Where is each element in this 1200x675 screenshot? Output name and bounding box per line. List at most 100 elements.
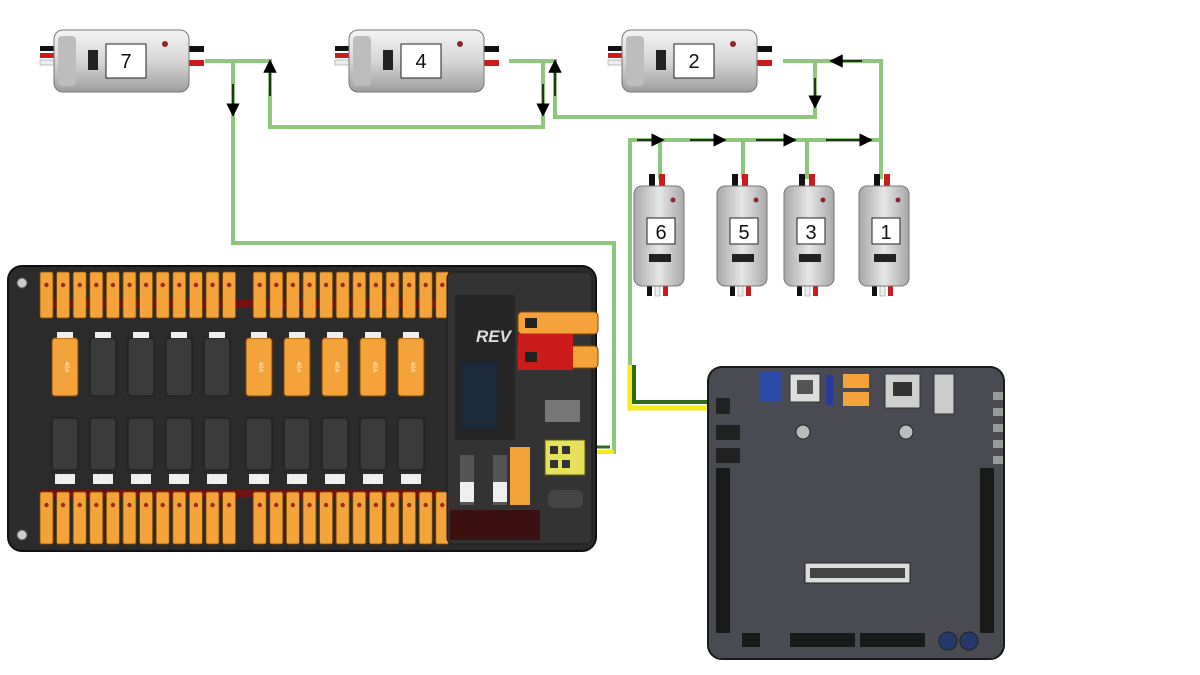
pdh-terminal (252, 271, 267, 319)
pdh-terminal (285, 271, 300, 319)
fuse-clip (209, 332, 225, 338)
fuse-clip (133, 332, 149, 338)
pdh-terminal (155, 271, 170, 319)
fuse: 40A (359, 337, 387, 397)
channel-tag (207, 474, 227, 484)
pdh-brand: REV (476, 327, 513, 346)
breaker-slot (127, 417, 155, 471)
pdh-terminal (155, 491, 170, 545)
fuse: 40A (245, 337, 273, 397)
breaker-slot (165, 417, 193, 471)
pdh-terminal (122, 491, 137, 545)
wire-bottom-bus (628, 138, 881, 365)
fuse-label: 40A (333, 362, 339, 373)
breaker-slot (321, 417, 349, 471)
channel-number: 17 (332, 478, 339, 484)
pdh-terminal (188, 271, 203, 319)
fuse-label: 40A (371, 362, 377, 373)
pdh-terminal (435, 491, 450, 545)
channel-number: 19 (408, 478, 415, 484)
pdh-terminal (106, 491, 120, 545)
fuse-label: 40A (63, 362, 69, 373)
channel-tag (93, 474, 113, 484)
pdh-terminal (418, 491, 433, 545)
controller-label: 1 (880, 222, 891, 244)
pdh-terminal (385, 271, 400, 319)
channel-number: 14 (214, 478, 221, 484)
can-to-roborio (590, 365, 720, 454)
pdh-terminal (139, 271, 154, 319)
pdh-terminal (418, 271, 433, 319)
fuse-clip (171, 332, 187, 338)
pdh-terminal (39, 271, 54, 319)
motor-controller-6: 6 (633, 174, 685, 297)
channel-tag (401, 474, 421, 484)
channel-tag (363, 474, 383, 484)
pdh-terminal (205, 271, 220, 319)
pdh-terminal (335, 271, 350, 319)
breaker-slot (283, 417, 311, 471)
channel-tag (287, 474, 307, 484)
pdh-terminal (39, 491, 54, 545)
channel-number: 12 (138, 478, 145, 484)
breaker-slot (245, 417, 273, 471)
pdh-terminal (72, 271, 87, 319)
channel-number: 10 (62, 478, 69, 484)
fuse-clip (289, 332, 305, 338)
controller-label: 7 (120, 51, 131, 73)
breaker-slot (89, 417, 117, 471)
pdh-terminal (106, 271, 120, 319)
breaker-slot (51, 417, 79, 471)
motor-controller-4: 4 (334, 29, 499, 93)
pdh-terminal (368, 271, 383, 319)
pdh-terminal (222, 491, 237, 545)
pdh-terminal (89, 491, 104, 545)
fuse-clip (95, 332, 111, 338)
pdh-terminal (368, 491, 383, 545)
pdh-terminal (319, 491, 334, 545)
pdh-terminal (269, 491, 284, 545)
fuse-slot (165, 337, 193, 397)
controller-label: 5 (738, 222, 749, 244)
fuse-clip (365, 332, 381, 338)
pdh-terminal (205, 491, 220, 545)
controller-label: 4 (415, 51, 426, 73)
arrow-icon (226, 54, 873, 147)
fuse-slot (89, 337, 117, 397)
pdh-terminal (56, 271, 70, 319)
breaker-slot (359, 417, 387, 471)
wire-2-right (815, 59, 883, 179)
channel-tag (131, 474, 151, 484)
channel-tag (169, 474, 189, 484)
channel-number: 13 (176, 478, 183, 484)
pdh-terminal (302, 271, 317, 319)
motor-controller-7: 7 (39, 29, 204, 93)
fuse: 40A (51, 337, 79, 397)
pdh-terminal (385, 491, 400, 545)
pdh-terminal (319, 271, 334, 319)
pdh-terminal (335, 491, 350, 545)
pdh-terminal (172, 491, 187, 545)
pdh-terminal (352, 491, 367, 545)
fuse-slot (127, 337, 155, 397)
fuse: 40A (283, 337, 311, 397)
fuse-slot (203, 337, 231, 397)
pdh-terminal (139, 491, 154, 545)
pdh-terminal (56, 491, 70, 545)
fuse-clip (403, 332, 419, 338)
channel-tag (249, 474, 269, 484)
pdh-terminal (302, 491, 317, 545)
fuse: 40A (397, 337, 425, 397)
pdh-terminal (89, 271, 104, 319)
channel-tag (55, 474, 75, 484)
channel-tag (325, 474, 345, 484)
pdh-terminal (72, 491, 87, 545)
motor-controller-1: 1 (858, 174, 910, 297)
channel-number: 15 (256, 478, 263, 484)
pdh-terminal (269, 271, 284, 319)
pdh-terminal (402, 271, 417, 319)
